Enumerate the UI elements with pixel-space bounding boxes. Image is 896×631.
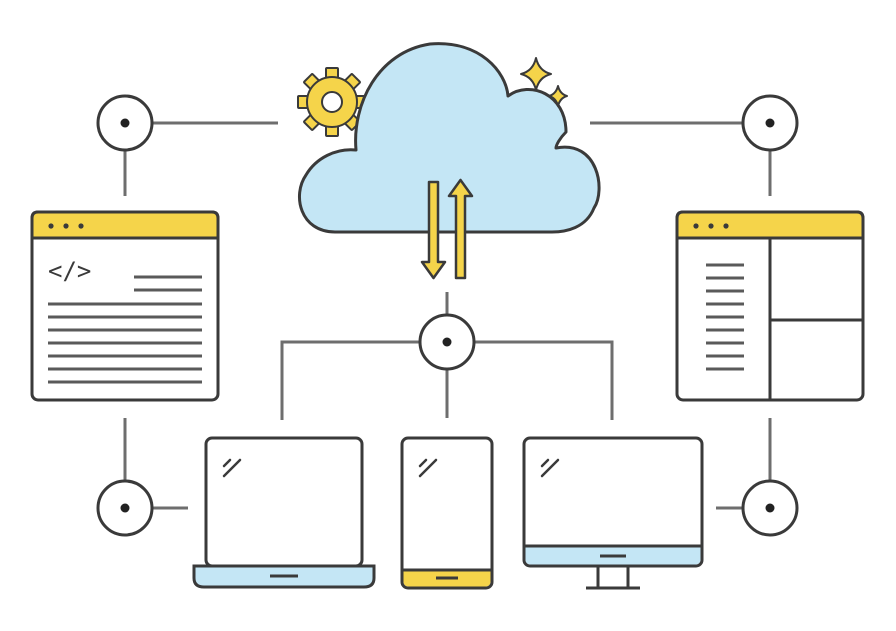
monitor-stand [586,566,640,590]
sparkle-icon [548,85,568,107]
layout-sidebar-lines [706,263,744,371]
cloud-icon [297,42,601,234]
window-dot [723,223,729,229]
smartphone-icon [400,436,494,590]
code-lines [48,275,202,384]
laptop-icon [192,436,376,589]
window-dot [693,223,699,229]
node-dot [120,503,130,513]
screen-glare-icon [418,458,438,478]
window-dot [708,223,714,229]
smartphone-body [400,436,494,590]
code-symbol: </> [48,257,91,285]
node-dot [765,503,775,513]
screen-glare-icon [540,458,560,478]
layout-window-icon [675,210,865,402]
node-dot [442,337,452,347]
desktop-monitor-icon [522,436,704,590]
arrow-down-icon [420,180,447,280]
connector-hub-to-monitor [475,340,614,420]
connector-hub-to-laptop [280,340,419,420]
arrow-up-icon [447,178,474,280]
window-dot [63,223,69,229]
code-window-icon: </> [30,210,220,402]
network-node-bottom-left [96,479,154,537]
network-node-top-left [96,94,154,152]
laptop-screen [204,436,364,568]
sync-arrows-icon [420,178,474,280]
connector-lines [123,121,772,510]
cloud-group [297,42,601,280]
code-window-frame [30,210,220,402]
network-node-bottom-right [741,479,799,537]
network-node-top-right [741,94,799,152]
code-window-titlebar [30,210,220,240]
node-dot [120,118,130,128]
network-node-hub [418,313,476,371]
screen-glare-icon [222,458,242,478]
window-dot [78,223,84,229]
node-dot [765,118,775,128]
monitor-frame [522,436,704,568]
window-dot [48,223,54,229]
sparkle-icon [520,57,552,91]
layout-window-titlebar [675,210,865,240]
